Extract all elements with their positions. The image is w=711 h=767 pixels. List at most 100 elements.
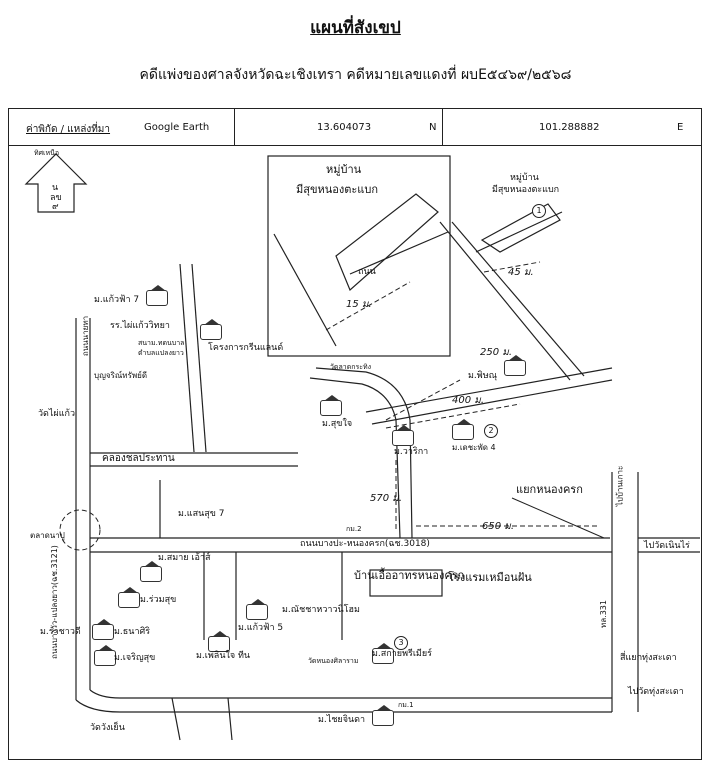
house-icon (320, 395, 342, 416)
inset-large-road-2 (349, 231, 449, 275)
label-dkkfa4: ม.เดชะพัด 4 (452, 443, 496, 452)
label-tambon: ตำบลแปลงยาว (138, 349, 184, 357)
label-road-main-left: ถนนบางวัว-แปลงยาว(ฉช.3121) (49, 545, 59, 659)
bottom-road-outer (75, 699, 612, 713)
latitude-dir: N (429, 122, 437, 133)
label-kaewfa7: ม.แก้วฟ้า 7 (94, 295, 140, 305)
label-d650: 650 ม. (482, 521, 515, 532)
inset-large-distance: 15 ม. (346, 299, 372, 310)
north-label-mid: น (52, 183, 59, 193)
house-icon (372, 643, 394, 664)
dist-250-line (385, 379, 461, 421)
inset-small-distance-line (483, 261, 541, 273)
central-road-right (315, 367, 413, 539)
coord-label: ค่าพิกัด / แหล่งที่มา (26, 124, 111, 135)
label-office: บุญจริณ์ทรัพย์ดี (94, 371, 148, 380)
marker-1: 1 (532, 204, 546, 218)
label-hotel: โรงแรมเหมือนฝัน (448, 571, 532, 584)
label-to-sapan: สี่แยกทุ่งสะเดา (620, 653, 677, 663)
label-to-rayong: ไปวัดเนินไร่ (644, 541, 690, 551)
inset-small-distance: 45 ม. (508, 267, 534, 278)
label-d570: 570 ม. (370, 493, 403, 504)
source-label: Google Earth (144, 122, 210, 133)
north-arrow-shape (24, 153, 88, 213)
label-samutsakhon: ม.สมาย เอ้าส์ (158, 553, 211, 563)
label-village-road: ถนนบางปะ-หนองครก(ฉช.3018) (300, 539, 430, 549)
label-sakhon: ม.สกายพรีเมียร์ (372, 649, 432, 659)
house-icon (504, 355, 526, 376)
house-icon (372, 705, 394, 726)
label-chaiyen: ม.ไชยจินดา (318, 715, 366, 725)
inset-small-title-1: หมู่บ้าน (510, 173, 539, 183)
page-title: แผนที่สังเขป (310, 18, 401, 38)
case-subtitle: คดีแพ่งของศาลจังหวัดฉะเชิงเทรา คดีหมายเล… (139, 67, 572, 83)
house-icon (452, 419, 474, 440)
coord-source-cell: ค่าพิกัด / แหล่งที่มา Google Earth (8, 108, 235, 146)
inset-large-distance-line (325, 281, 411, 331)
longitude-cell: 101.288882 E (443, 108, 702, 146)
label-kaewfa5: ม.แก้วฟ้า 5 (238, 623, 284, 633)
junction-pointer (511, 497, 605, 539)
bottom-road-inner (89, 689, 612, 699)
north-label-bottom: ๙ (52, 202, 59, 212)
side-road-5 (227, 697, 233, 741)
label-stadium: สนาม.ทดนบาล (138, 339, 185, 347)
label-house-nongkrok: บ้านเอื้ออาทรหนองครก (354, 569, 465, 582)
inset-large-title-2: มีสุขหนองตะแบก (296, 183, 379, 196)
inset-large-lots (335, 193, 439, 292)
ne-road-lower (371, 379, 613, 425)
label-wat-nongsilaram: วัดหนองศิลาราม (308, 657, 359, 665)
house-icon (392, 425, 414, 446)
label-camp: กม.2 (346, 525, 362, 533)
side-road-4 (171, 697, 181, 741)
label-suksai: ม.สุขใจ (322, 419, 353, 429)
house-icon (140, 561, 162, 582)
inset-small-lots (480, 203, 561, 253)
dist-400-line (385, 403, 521, 429)
inset-large-frame (267, 155, 451, 357)
label-to-sapan2: ไปวัดทุ่งสะเดา (628, 687, 684, 697)
map-frame (8, 108, 702, 760)
latitude-value: 13.604073 (317, 122, 372, 133)
north-label-top: ทิศเหนือ (34, 149, 60, 157)
house-icon (208, 631, 230, 652)
label-project: โครงการกรีนแลนด์ (208, 343, 284, 353)
label-rasawan: ม.ราชาวดี (40, 627, 81, 637)
label-road-left: ถนนนายทา (81, 315, 91, 357)
label-wat-phaikaew: วัดไผ่แก้ว (38, 409, 76, 419)
label-school: รร.ไผ่แก้ววิทยา (110, 321, 170, 331)
label-junction: แยกหนองครก (516, 483, 583, 496)
label-talat: ตลาดนาปู (30, 531, 65, 540)
label-warika: ม.วาริกา (394, 447, 429, 457)
label-canal: คลองชลประทาน (102, 453, 175, 464)
house-icon (118, 587, 140, 608)
talat-circle (59, 509, 101, 551)
label-kaensuk7: ม.แสนสุข 7 (178, 509, 225, 519)
inset-large-title-1: หมู่บ้าน (326, 163, 362, 176)
label-phisanu: ม.พิษณุ (468, 371, 498, 381)
inset-small-title-2: มีสุขหนองตะแบก (492, 185, 560, 195)
north-label-low: ลข (50, 193, 62, 203)
label-chareansuk: ม.เจริญสุข (114, 653, 156, 663)
label-thanasiri: ม.ธนาศิริ (114, 627, 151, 637)
longitude-value: 101.288882 (539, 122, 600, 133)
project-road-right (191, 263, 207, 453)
label-police: กม.1 (398, 701, 414, 709)
label-ruamsuk: ม.ร่วมสุข (140, 595, 177, 605)
inset-small-road (475, 211, 563, 253)
label-d400: 400 ม. (452, 395, 485, 406)
house-icon (200, 319, 222, 340)
latitude-cell: 13.604073 N (235, 108, 443, 146)
label-wat-lat: วัดลาดกระทิง (330, 363, 372, 371)
inset-large-road-label: ถนน (358, 267, 376, 277)
project-road-left (179, 263, 195, 453)
ne-road-diag-right (451, 221, 585, 377)
label-road331: ทล.331 (599, 600, 608, 628)
house-icon (246, 599, 268, 620)
label-wat-chieng: วัดวังเย็น (90, 723, 125, 733)
label-natcha: ม.ณัชชาหวาวนิโฮม (282, 605, 360, 615)
inset-large-road-1 (273, 233, 337, 347)
longitude-dir: E (677, 122, 684, 133)
label-d250: 250 ม. (480, 347, 513, 358)
ne-road-diag-left (439, 221, 571, 381)
